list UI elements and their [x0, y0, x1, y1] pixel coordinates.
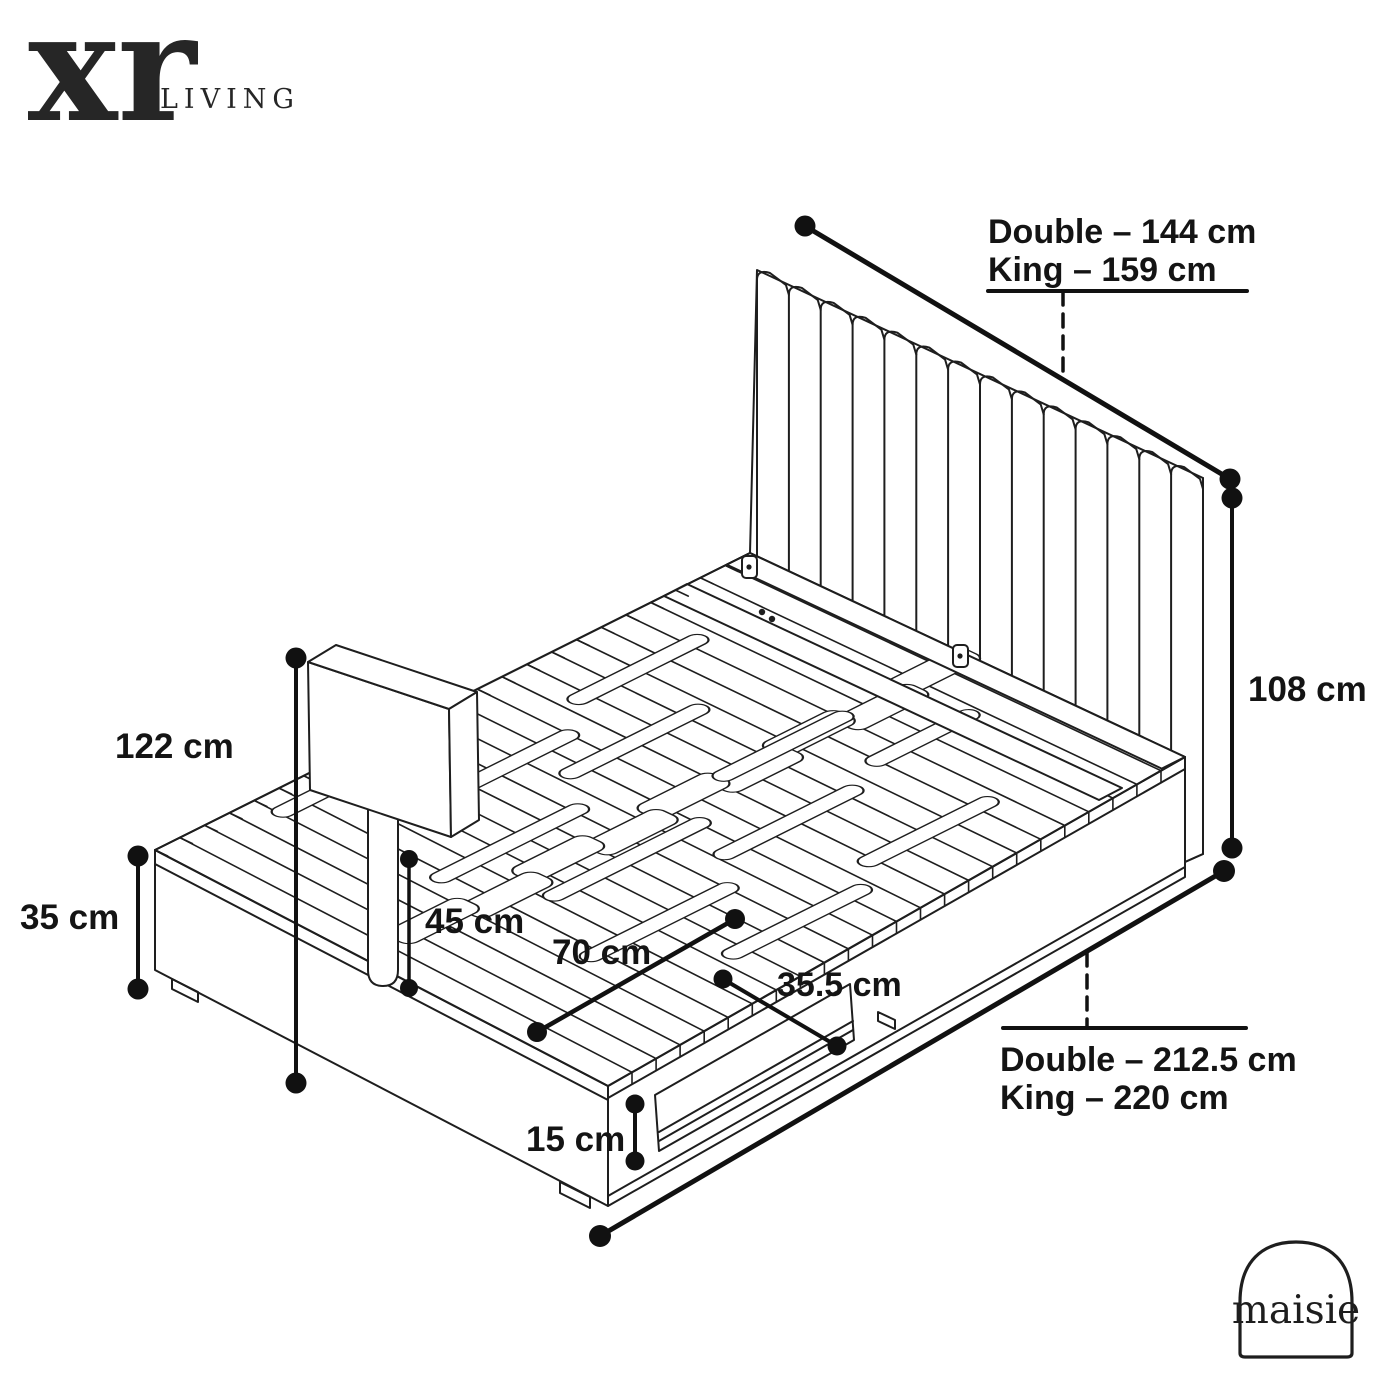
tv-slot-opening — [654, 983, 896, 1152]
tv-bracket-column — [367, 770, 399, 987]
bed-leg — [559, 1181, 591, 1209]
maisie-badge-label: maisie — [1232, 1288, 1360, 1333]
maisie-badge-arch — [1238, 1240, 1354, 1359]
dim-label-tv-mount-height: 122 cm — [115, 727, 234, 766]
dim-label-base-height: 35 cm — [20, 898, 119, 937]
headboard — [749, 269, 1204, 863]
bed-leg — [171, 978, 199, 1003]
dimension-labels: Double – 144 cm King – 159 cm 108 cm 122… — [20, 213, 1367, 1159]
dim-label-length-double: Double – 212.5 cm — [1000, 1041, 1297, 1079]
dimension-lines — [127, 215, 1249, 1247]
dim-label-headboard-width-king: King – 159 cm — [988, 251, 1217, 289]
dim-label-tv-clearance-width: 70 cm — [552, 933, 651, 972]
dim-label-headboard-width-double: Double – 144 cm — [988, 213, 1256, 251]
brand-logo: xr LIVING — [28, 0, 300, 156]
dim-label-tv-slot-height: 15 cm — [526, 1120, 625, 1159]
brand-logo-main: xr — [28, 0, 198, 156]
maisie-badge: maisie — [1232, 1240, 1360, 1359]
dim-label-tv-bracket-height: 45 cm — [425, 902, 524, 941]
dim-label-tv-cavity-depth: 35.5 cm — [777, 966, 902, 1004]
tv-bracket — [307, 644, 480, 987]
brand-logo-sub: LIVING — [160, 84, 300, 115]
dim-label-headboard-height: 108 cm — [1248, 670, 1367, 709]
bed-illustration — [154, 269, 1204, 1209]
dim-label-length-king: King – 220 cm — [1000, 1079, 1229, 1117]
tv-bracket-panel — [307, 644, 480, 838]
